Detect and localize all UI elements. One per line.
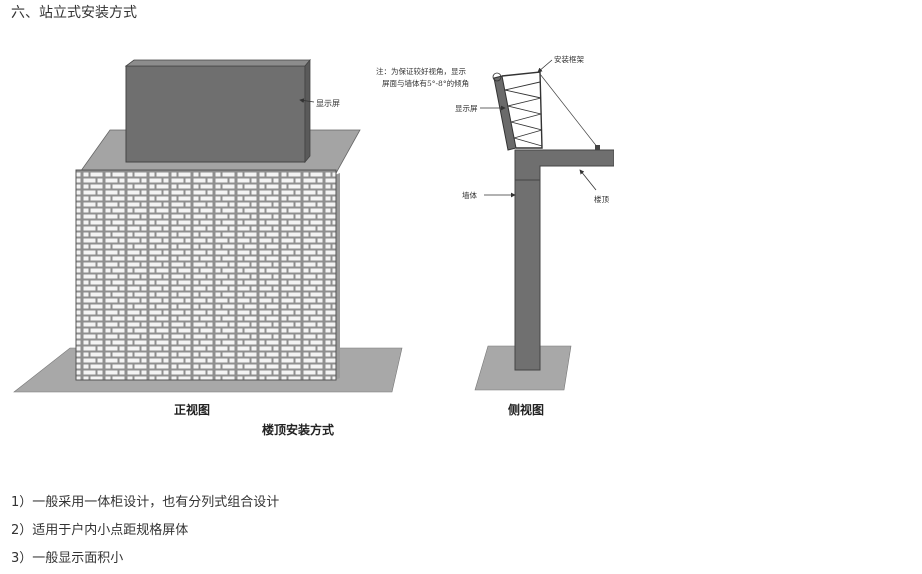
list-item: 2）适用于户内小点距规格屏体 (11, 523, 189, 538)
side-view-drawing: 注：为保证较好视角，显示 屏面与墙体有5°-8°的倾角 显示屏 安装框架 墙体 … (376, 54, 614, 417)
guy-wire (539, 73, 599, 149)
roof-cantilever (514, 149, 614, 181)
side-screen-label: 显示屏 (455, 104, 478, 113)
side-note-line1: 注：为保证较好视角，显示 (376, 66, 466, 76)
figure-caption: 楼顶安装方式 (262, 422, 334, 437)
list-item: 1）一般采用一体柜设计，也有分列式组合设计 (11, 495, 280, 510)
roof-label: 楼顶 (594, 194, 609, 204)
wall-column (514, 159, 541, 371)
front-view-drawing: 显示屏 正视图 楼顶安装方式 (13, 58, 403, 437)
front-view-label: 正视图 (174, 402, 210, 417)
side-note-line2: 屏面与墙体有5°-8°的倾角 (382, 78, 469, 88)
front-display-screen-top (124, 59, 311, 67)
front-display-screen (125, 65, 306, 163)
front-display-screen-side (304, 58, 311, 164)
side-display-screen (493, 75, 517, 151)
frame-truss (504, 81, 543, 147)
mounting-frame (501, 71, 543, 149)
section-heading: 六、站立式安装方式 (11, 5, 137, 21)
brick-wall (75, 169, 337, 381)
wall-label: 墙体 (462, 190, 477, 200)
list-item: 3）一般显示面积小 (11, 551, 124, 566)
installation-diagram: 显示屏 正视图 楼顶安装方式 注：为保证较好视角，显示 屏面与墙体有5°-8°的… (13, 54, 614, 437)
feature-list: 1）一般采用一体柜设计，也有分列式组合设计 2）适用于户内小点距规格屏体 3）一… (11, 489, 279, 573)
front-screen-label: 显示屏 (316, 99, 340, 108)
side-view-label: 侧视图 (508, 402, 544, 417)
installation-figure: 显示屏 正视图 楼顶安装方式 注：为保证较好视角，显示 屏面与墙体有5°-8°的… (10, 30, 614, 460)
frame-label: 安装框架 (554, 54, 584, 64)
